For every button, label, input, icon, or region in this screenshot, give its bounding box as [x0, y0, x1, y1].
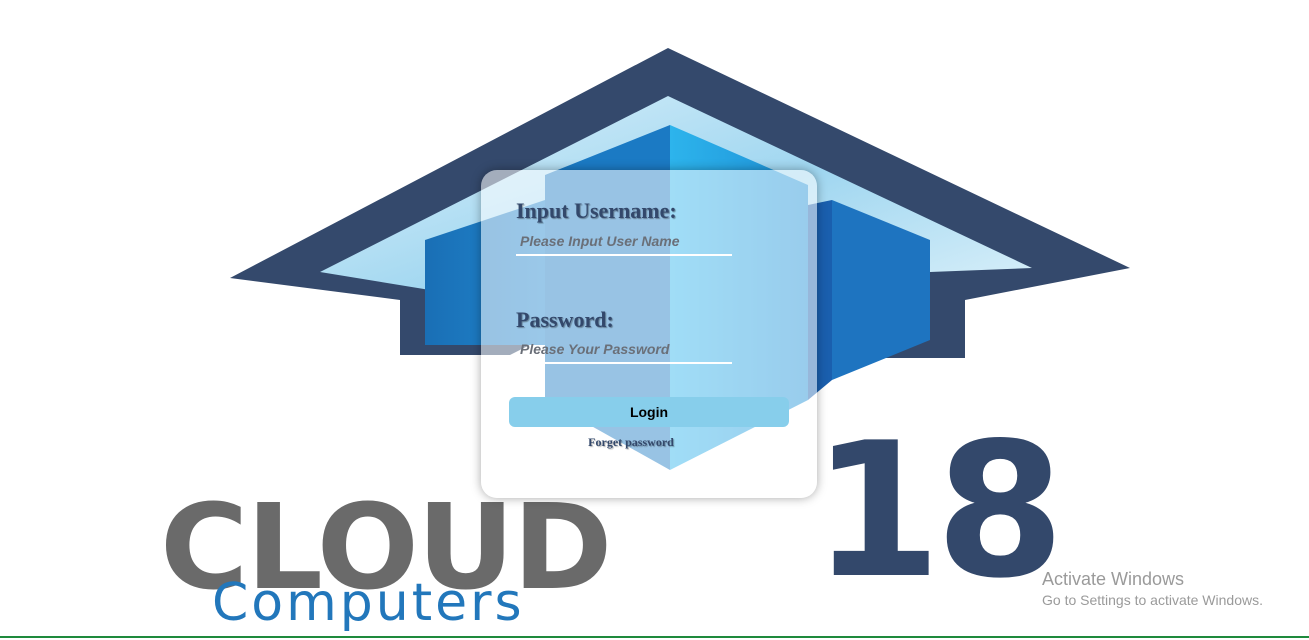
password-input[interactable] [516, 336, 732, 364]
windows-activation-watermark: Activate Windows Go to Settings to activ… [1042, 568, 1263, 610]
password-label: Password: [516, 307, 614, 332]
brand-number: 18 [812, 402, 1065, 619]
login-button[interactable]: Login [509, 397, 789, 427]
bottom-divider [0, 636, 1309, 638]
forget-password-link[interactable]: Forget password [588, 435, 674, 449]
right-cube-side-face [832, 200, 930, 380]
activation-title: Activate Windows [1042, 569, 1185, 589]
brand-subtitle: Computers [212, 573, 525, 633]
username-label: Input Username: [516, 198, 677, 223]
brand-wordmark: CLOUD [160, 478, 613, 616]
login-form: Input Username: Password: Login Forget p… [481, 170, 817, 498]
username-input[interactable] [516, 228, 732, 256]
activation-subtitle: Go to Settings to activate Windows. [1042, 592, 1263, 608]
